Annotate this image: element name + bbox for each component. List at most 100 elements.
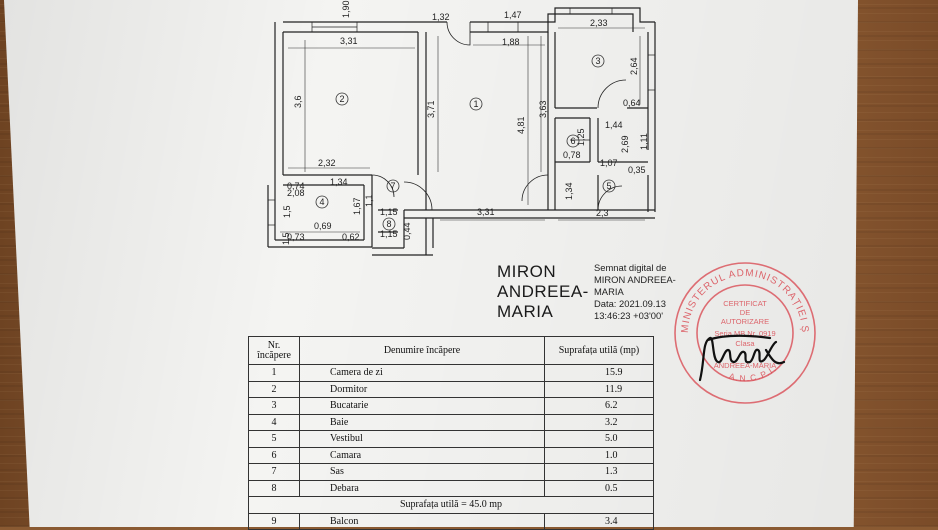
dim-label: 1,44 [605,120,623,130]
dim-label: 0,64 [623,98,641,108]
plan-doors [371,21,627,211]
cell-name: Vestibul [299,430,545,448]
paper-sheet [4,0,858,527]
dim-label: 0,44 [402,222,412,240]
cell-area: 5.0 [544,430,654,448]
cell-name: Bucatarie [299,397,545,415]
cell-area: 1.0 [544,446,654,464]
dim-label: 2,3 [596,208,609,218]
dim-label: 0,35 [628,165,646,175]
cell-area: 11.9 [544,380,654,398]
stamp-center-line: Clasa [735,339,755,348]
dim-label: 0,69 [314,221,332,231]
table-row: 8 Debara 0.5 [248,479,654,497]
room-number: 8 [386,219,391,229]
room-area-table: Nr. încăpere Denumire încăpere Suprafața… [248,336,654,530]
signature-line: Semnat digital de [594,262,667,273]
authorization-stamp: MINISTERUL ADMINISTRAȚIEI ȘI INTERNELOR … [670,258,816,404]
signature-line: 13:46:23 +03'00' [594,310,664,321]
dim-label: 1,07 [600,158,618,168]
stamp-center-line: ANDREEA-MARIA [714,361,777,370]
owner-name-line: ANDREEA- [497,282,589,301]
dim-label: 1,5 [282,205,292,218]
table-row: 1 Camera de zi 15.9 [248,364,654,382]
cell-nr: 6 [248,446,300,464]
dim-label: 0,73 [287,232,305,242]
cell-nr: 3 [248,397,300,415]
dim-label: 0,74 [287,181,305,191]
dim-label: 3,6 [293,95,303,108]
dim-label: 1,34 [330,177,348,187]
total-area: Suprafața utilă = 45.0 mp [248,496,654,514]
table-row: 6 Camara 1.0 [248,446,654,464]
header-name: Denumire încăpere [299,336,545,365]
plan-room-markers [315,54,616,231]
dim-label: 3,31 [340,36,358,46]
cell-nr: 9 [248,512,300,530]
cell-area: 1.3 [544,463,654,481]
cell-name: Baie [299,413,545,431]
dim-label: 2,64 [629,57,639,75]
plan-walls [267,7,656,256]
stamp-center-line: DE [740,308,750,317]
cell-nr: 5 [248,430,300,448]
signature-line: MARIA [594,286,624,297]
table-row: 3 Bucatarie 6.2 [248,397,654,415]
plan-windows [267,7,656,226]
cell-name: Debara [299,479,545,497]
signature-line: MIRON ANDREEA- [594,274,676,285]
table-total-row: Suprafața utilă = 45.0 mp [248,496,654,514]
cell-area: 15.9 [544,364,654,382]
plan-room-numbers: 1 2 3 4 5 6 7 8 [319,56,611,229]
dim-label: 1,47 [504,10,522,20]
cell-name: Dormitor [299,380,545,398]
cell-nr: 1 [248,364,300,382]
dim-label: 1,32 [432,12,450,22]
dim-label: 2,08 [287,188,305,198]
plan-dimension-labels: 1,90 1,32 1,47 2,33 3,31 1,88 2,64 3,6 3… [281,0,649,245]
stamp-center-line: Seria MB Nr. 0919 [714,329,775,338]
header-nr: Nr. încăpere [248,336,300,365]
cell-area: 3.4 [544,512,654,530]
dim-label: 4,81 [516,116,526,134]
table-row: 9 Balcon 3.4 [248,512,654,530]
cell-area: 6.2 [544,397,654,415]
room-number: 4 [319,197,324,207]
room-number: 1 [473,99,478,109]
table-row: 5 Vestibul 5.0 [248,430,654,448]
dim-label: 1,1 [364,194,374,207]
table-header-row: Nr. încăpere Denumire încăpere Suprafața… [248,336,654,365]
dim-label: 3,63 [538,100,548,118]
room-number: 7 [390,181,395,191]
dim-label: 1,11 [639,133,649,150]
room-number: 5 [606,181,611,191]
signature-line: Data: 2021.09.13 [594,298,666,309]
room-number: 6 [570,136,575,146]
table-row: 7 Sas 1.3 [248,463,654,481]
cell-nr: 2 [248,380,300,398]
plan-dimension-lines [280,27,645,233]
dim-label: 1,15 [380,229,398,239]
cell-nr: 7 [248,463,300,481]
table-row: 2 Dormitor 11.9 [248,380,654,398]
dim-label: 1,5 [281,232,291,245]
cell-name: Camera de zi [299,364,545,382]
owner-name: MIRON ANDREEA- MARIA [497,262,589,322]
dim-label: 2,32 [318,158,336,168]
dim-label: 1,88 [502,37,520,47]
dim-label: 3,31 [477,207,495,217]
dim-label: 3,71 [426,100,436,118]
dim-label: 2,33 [590,18,608,28]
dim-label: 0,62 [342,232,360,242]
header-area: Suprafața utilă (mp) [544,336,654,365]
dim-label: 0,78 [563,150,581,160]
owner-name-line: MARIA [497,302,554,321]
stamp-center-line: AUTORIZARE [721,317,769,326]
cell-nr: 4 [248,413,300,431]
handwritten-signature [698,334,786,382]
dim-label: 1,67 [352,197,362,215]
cell-name: Camara [299,446,545,464]
cell-area: 0.5 [544,479,654,497]
owner-name-line: MIRON [497,262,557,281]
